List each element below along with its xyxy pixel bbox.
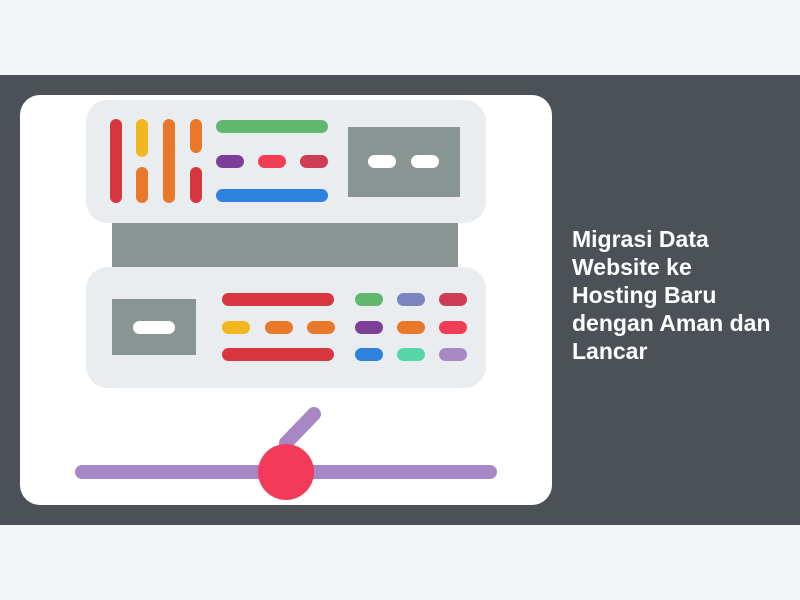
server-network-icon [75, 100, 497, 500]
upper-server-bar-red [110, 119, 122, 203]
article-title[interactable]: Migrasi Data Website ke Hosting Baru den… [572, 226, 771, 364]
lower-server-pill-crimson [439, 293, 467, 306]
lower-server-pill-purple [355, 321, 383, 334]
upper-server-pill-crimson [300, 155, 328, 168]
lower-server-pill-green [355, 293, 383, 306]
upper-server-bar-orange-long [163, 119, 175, 203]
upper-server-bar-orange-short [190, 119, 202, 153]
network-node [258, 444, 314, 500]
upper-server-port [348, 127, 460, 197]
upper-server-port-slot-2 [411, 155, 439, 168]
lower-server-pill-orange [265, 321, 293, 334]
upper-server-line-green [216, 120, 328, 133]
network-cable-diagonal [279, 407, 321, 450]
hero-image-card [20, 95, 552, 505]
upper-server-port-slot-1 [368, 155, 396, 168]
upper-server-pill-pink [258, 155, 286, 168]
lower-server-line-red-top [222, 293, 334, 306]
lower-server-pill-blue-gray [397, 293, 425, 306]
lower-server-pill-mint [397, 348, 425, 361]
lower-server-line-red-bottom [222, 348, 334, 361]
upper-server-bar-yellow [136, 119, 148, 157]
lower-server-pill-orange-3 [397, 321, 425, 334]
lower-server-pill-yellow [222, 321, 250, 334]
hero-banner: Migrasi Data Website ke Hosting Baru den… [0, 75, 800, 525]
server-connector [112, 223, 458, 267]
upper-server-pill-purple [216, 155, 244, 168]
lower-server-port-slot [133, 321, 175, 334]
lower-server-pill-lavender [439, 348, 467, 361]
lower-server-pill-pink [439, 321, 467, 334]
lower-server-pill-blue [355, 348, 383, 361]
upper-server-line-blue [216, 189, 328, 202]
upper-server-bar-orange [136, 167, 148, 203]
upper-server-bar-red-short [190, 167, 202, 203]
lower-server-pill-orange-2 [307, 321, 335, 334]
